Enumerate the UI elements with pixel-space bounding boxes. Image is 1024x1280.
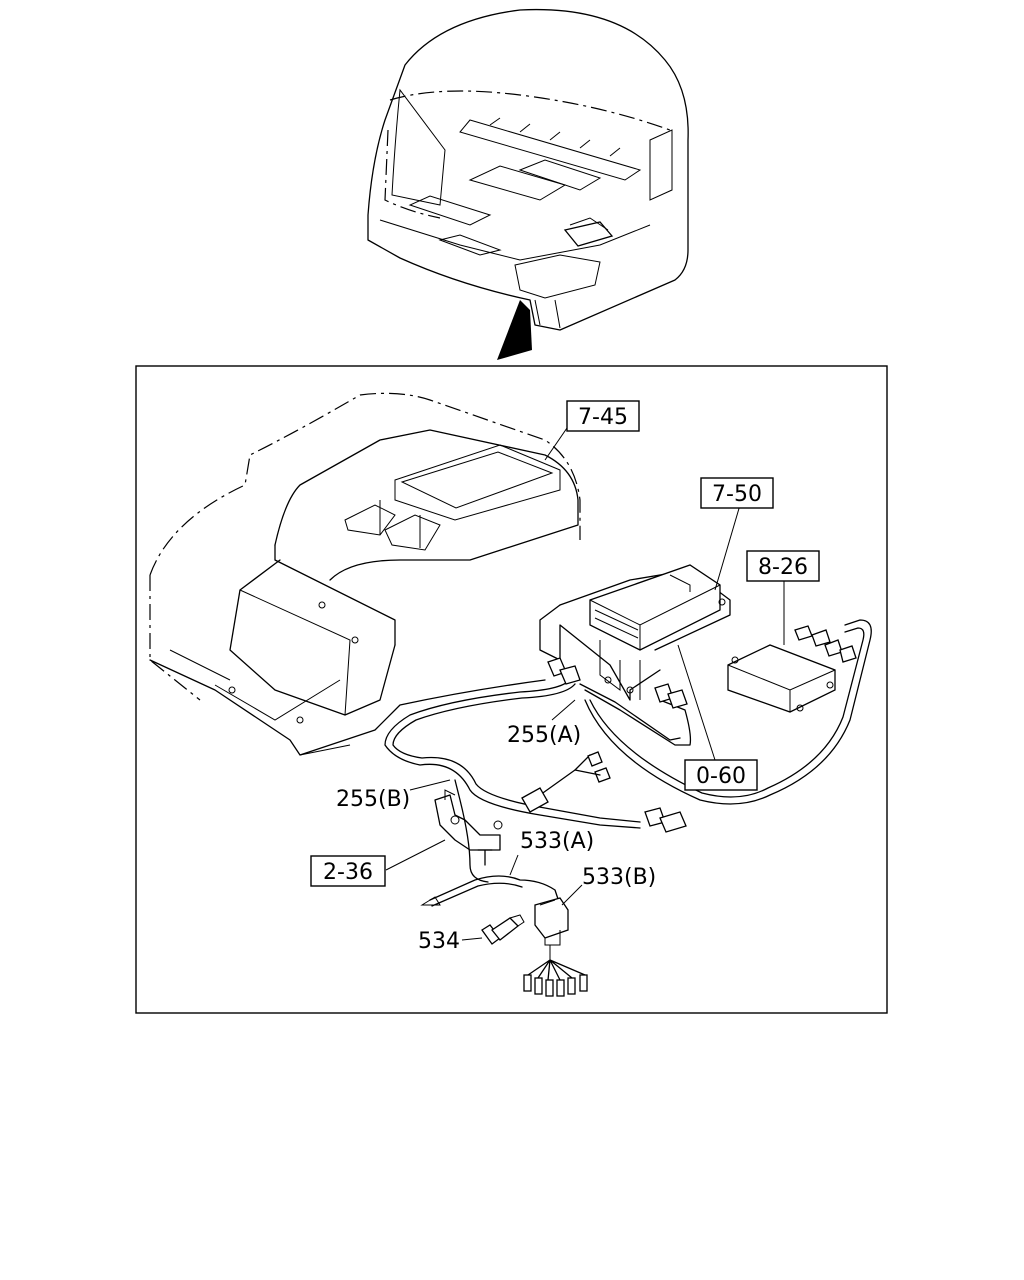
cab-overview: [367, 8, 689, 331]
label-255b: 255(B): [336, 787, 410, 812]
callout-7-45-text: 7-45: [578, 405, 628, 430]
leader-lines: [385, 427, 785, 941]
control-unit-7-50: [539, 564, 731, 701]
callout-2-36-text: 2-36: [323, 860, 373, 885]
grommet-533b: [523, 897, 588, 997]
detail-pointer-arrow: [497, 300, 532, 360]
label-533a: 533(A): [520, 829, 594, 854]
bolt-534: [481, 914, 525, 945]
label-255a: 255(A): [507, 723, 581, 748]
callout-2-36: 2-36: [310, 855, 386, 887]
callout-0-60-text: 0-60: [696, 764, 746, 789]
console-assembly: [149, 392, 581, 756]
bracket-2-36: [420, 779, 561, 907]
callout-7-50-text: 7-50: [712, 482, 762, 507]
callout-0-60: 0-60: [684, 759, 758, 791]
callout-8-26-text: 8-26: [758, 555, 808, 580]
callout-8-26: 8-26: [746, 550, 820, 582]
module-8-26: [727, 625, 857, 713]
label-534: 534: [418, 929, 460, 954]
callout-7-45: 7-45: [566, 400, 640, 432]
callout-7-50: 7-50: [700, 477, 774, 509]
wire-harness: [384, 619, 872, 833]
label-533b: 533(B): [582, 865, 656, 890]
detail-frame: [135, 365, 888, 1014]
